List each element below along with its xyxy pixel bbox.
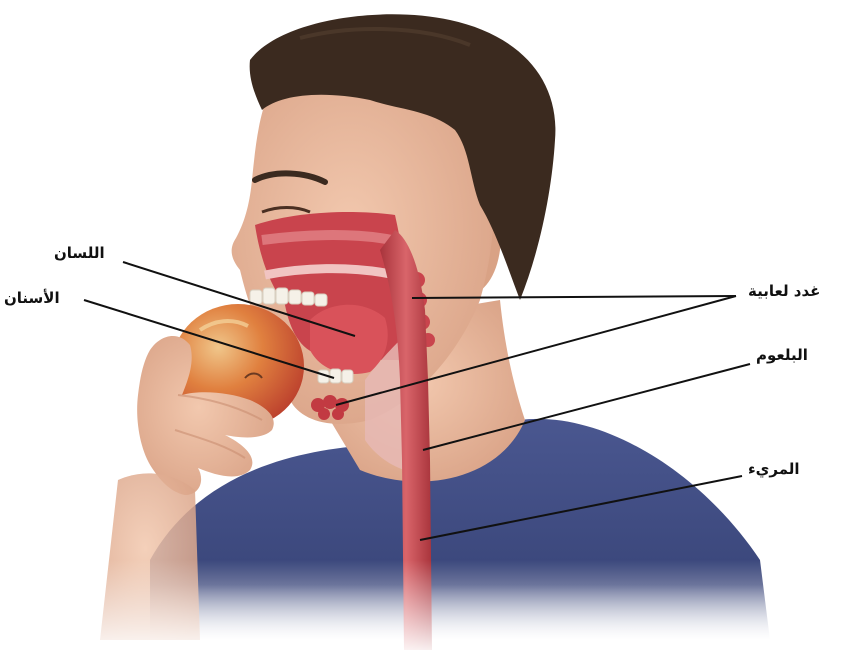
- label-salivary-glands: غدد لعابية: [748, 282, 820, 300]
- label-esophagus: المريء: [748, 460, 800, 478]
- label-teeth: الأسنان: [4, 289, 60, 307]
- tongue: [310, 305, 388, 374]
- label-tongue: اللسان: [54, 244, 105, 262]
- lower-teeth: [318, 369, 353, 383]
- label-pharynx: البلعوم: [756, 346, 808, 364]
